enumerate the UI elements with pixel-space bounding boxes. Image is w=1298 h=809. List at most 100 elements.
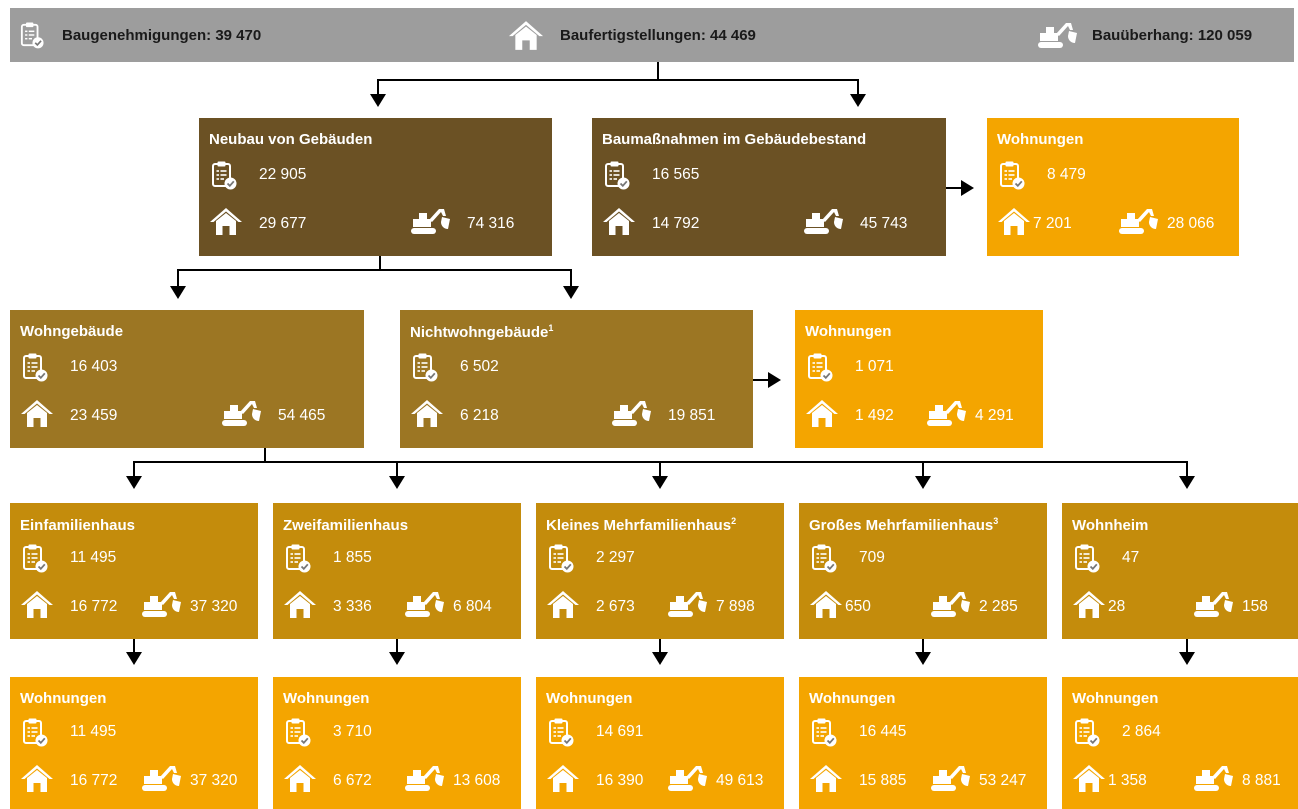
completions-value: 16 390: [596, 772, 644, 789]
completions-value: 3 336: [333, 598, 372, 615]
box-nichtwohngebaeude: Nichtwohngebäude1 6 502 6 218 19 851: [400, 310, 753, 448]
house-icon: [410, 398, 444, 428]
clipboard-icon: [807, 352, 833, 382]
house-icon: [805, 398, 839, 428]
box-title: Wohnungen: [809, 690, 896, 707]
excavator-icon: [610, 398, 654, 428]
arrow-right: [768, 372, 781, 388]
box-title: Großes Mehrfamilienhaus3: [809, 516, 998, 534]
arrow-down: [126, 652, 142, 665]
box-nichtwohn-wohnungen: Wohnungen 1 071 1 492 4 291: [795, 310, 1043, 448]
connector: [659, 461, 661, 477]
permits-value: 16 565: [652, 166, 700, 183]
clipboard-icon: [285, 717, 311, 747]
box-title: Wohnungen: [20, 690, 107, 707]
clipboard-icon: [999, 160, 1025, 190]
header-completions-label: Baufertigstellungen: 44 469: [560, 26, 756, 44]
overhang-value: 53 247: [979, 772, 1027, 789]
completions-value: 14 792: [652, 215, 700, 232]
box-title: Wohnungen: [997, 131, 1084, 148]
completions-value: 16 772: [70, 772, 118, 789]
completions-value: 1 358: [1108, 772, 1147, 789]
connector: [753, 379, 769, 381]
clipboard-icon: [20, 20, 44, 50]
excavator-icon: [409, 206, 453, 236]
clipboard-icon: [22, 717, 48, 747]
permits-value: 16 403: [70, 358, 118, 375]
clipboard-icon: [604, 160, 630, 190]
connector: [570, 269, 572, 287]
completions-value: 29 677: [259, 215, 307, 232]
permits-value: 2 297: [596, 549, 635, 566]
excavator-icon: [403, 763, 447, 793]
connector: [396, 639, 398, 653]
title-text: Kleines Mehrfamilienhaus: [546, 517, 732, 534]
permits-value: 8 479: [1047, 166, 1086, 183]
house-icon: [20, 763, 54, 793]
connector: [377, 79, 379, 95]
excavator-icon: [140, 589, 184, 619]
completions-value: 6 218: [460, 407, 499, 424]
box-title: Wohnungen: [805, 323, 892, 340]
box-bestand-wohnungen: Wohnungen 8 479 7 201 28 066: [987, 118, 1239, 256]
box-title: Kleines Mehrfamilienhaus2: [546, 516, 736, 534]
header-completions: Baufertigstellungen: 44 469: [507, 8, 756, 62]
overhang-value: 7 898: [716, 598, 755, 615]
box-wohngebaeude: Wohngebäude 16 403 23 459 54 465: [10, 310, 364, 448]
arrow-down: [850, 94, 866, 107]
title-text: Einfamilienhaus: [20, 517, 136, 534]
connector: [133, 461, 135, 477]
overhang-value: 6 804: [453, 598, 492, 615]
box-title: Wohnheim: [1072, 516, 1148, 534]
overhang-value: 13 608: [453, 772, 501, 789]
completions-value: 7 201: [1033, 215, 1072, 232]
permits-value: 11 495: [70, 723, 117, 740]
clipboard-icon: [211, 160, 237, 190]
box-wohnungen-einfamilienhaus: Wohnungen 11 495 16 772 37 320: [10, 677, 258, 809]
header-overhang-label: Bauüberhang: 120 059: [1092, 26, 1253, 44]
box-wohnungen-kleines-mfh: Wohnungen 14 691 16 390 49 613: [536, 677, 784, 809]
house-icon: [546, 589, 580, 619]
title-text: Zweifamilienhaus: [283, 517, 409, 534]
box-neubau: Neubau von Gebäuden 22 905 29 677 74 316: [199, 118, 552, 256]
excavator-icon: [1192, 589, 1236, 619]
house-icon: [997, 206, 1031, 236]
permits-value: 14 691: [596, 723, 644, 740]
completions-value: 6 672: [333, 772, 372, 789]
header-permits-label: Baugenehmigungen: 39 470: [62, 26, 262, 44]
permits-value: 1 855: [333, 549, 372, 566]
box-wohnungen-wohnheim: Wohnungen 2 864 1 358 8 881: [1062, 677, 1298, 809]
completions-value: 23 459: [70, 407, 118, 424]
completions-value: 28: [1108, 598, 1126, 615]
house-icon: [1072, 589, 1106, 619]
excavator-icon: [1036, 20, 1080, 50]
connector: [177, 269, 572, 271]
title-text: Großes Mehrfamilienhaus: [809, 517, 994, 534]
connector: [1186, 461, 1188, 477]
clipboard-icon: [22, 352, 48, 382]
arrow-down: [1179, 652, 1195, 665]
box-zweifamilienhaus: Zweifamilienhaus 1 855 3 336 6 804: [273, 503, 521, 639]
house-icon: [209, 206, 243, 236]
overhang-value: 8 881: [1242, 772, 1281, 789]
house-icon: [809, 763, 843, 793]
footnote-mark: 2: [731, 516, 737, 526]
footnote-mark: 1: [548, 323, 554, 333]
connector: [264, 448, 266, 462]
house-icon: [809, 589, 843, 619]
box-bestand: Baumaßnahmen im Gebäudebestand 16 565 14…: [592, 118, 946, 256]
arrow-down: [389, 652, 405, 665]
box-grosses-mehrfamilienhaus: Großes Mehrfamilienhaus3 709 650 2 285: [799, 503, 1047, 639]
overhang-value: 37 320: [190, 772, 238, 789]
box-title: Einfamilienhaus: [20, 516, 135, 534]
box-title: Wohnungen: [1072, 690, 1159, 707]
arrow-down: [389, 476, 405, 489]
box-wohnheim: Wohnheim 47 28 158: [1062, 503, 1298, 639]
arrow-down: [915, 476, 931, 489]
arrow-down: [563, 286, 579, 299]
house-icon: [1072, 763, 1106, 793]
title-text: Wohnheim: [1072, 517, 1149, 534]
permits-value: 3 710: [333, 723, 372, 740]
completions-value: 1 492: [855, 407, 894, 424]
excavator-icon: [220, 398, 264, 428]
